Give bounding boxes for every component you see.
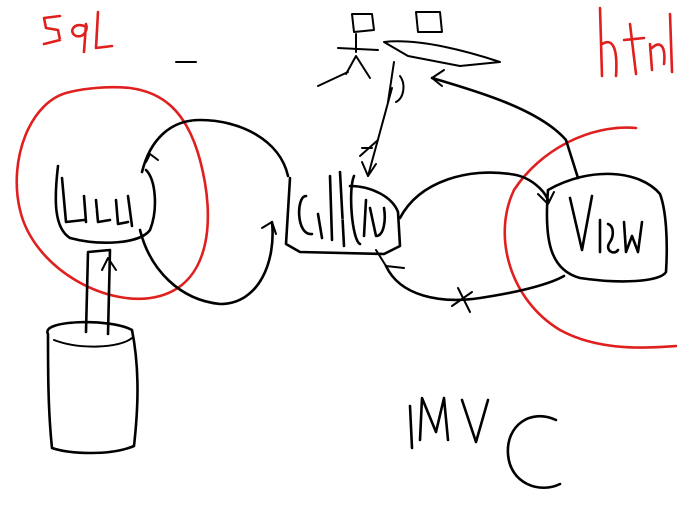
user-controller-arrow <box>359 87 393 177</box>
controller-node <box>284 170 405 269</box>
view-node <box>545 172 669 283</box>
view-label: View <box>605 231 610 233</box>
database-cylinder <box>46 320 139 455</box>
model-controller-connector <box>138 118 290 306</box>
view-user-arrow <box>430 69 580 180</box>
label-html <box>598 6 674 78</box>
label-html-text: html <box>640 48 645 51</box>
user-figure-right <box>383 11 501 103</box>
model-label: Model <box>90 209 96 211</box>
model-node <box>54 164 157 244</box>
controller-label: Ctrl <box>340 218 344 221</box>
label-sql-text: sql <box>60 39 63 41</box>
controller-view-connector <box>384 171 566 313</box>
model-db-link <box>84 248 117 336</box>
title-mvc-strokes <box>408 396 562 489</box>
view-highlight-circle <box>503 126 677 349</box>
model-highlight-circle <box>15 85 210 301</box>
user-figure-left <box>317 13 379 87</box>
label-sql <box>42 10 197 63</box>
diagram-title: MVC <box>480 439 485 441</box>
